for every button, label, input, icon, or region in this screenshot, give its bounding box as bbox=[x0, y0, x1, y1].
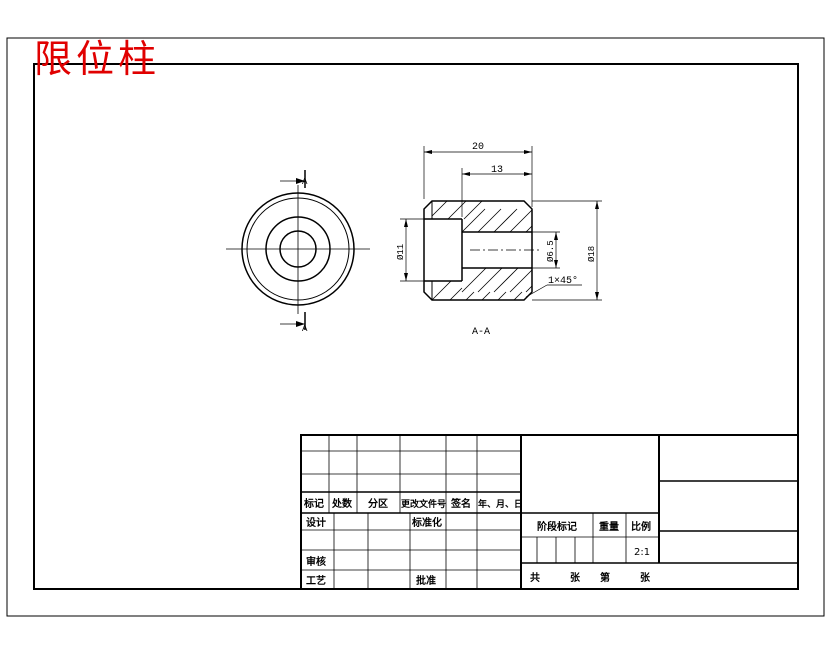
section-label: A-A bbox=[472, 327, 490, 338]
part-title: 限位柱 bbox=[34, 37, 160, 81]
dim-chamfer: 1×45° bbox=[548, 275, 578, 287]
hatch-lower bbox=[431, 267, 533, 301]
tb-scale-value: 2:1 bbox=[634, 547, 650, 558]
tb-process: 工艺 bbox=[306, 574, 326, 587]
section-mark-top: A bbox=[302, 177, 308, 187]
hatch-upper bbox=[431, 200, 533, 233]
tb-header-change-doc: 更改文件号 bbox=[401, 498, 446, 510]
tb-header-mark: 标记 bbox=[303, 497, 324, 510]
tb-scale-label: 比例 bbox=[631, 520, 651, 533]
drawing-frame bbox=[33, 63, 799, 590]
tb-header-zone: 分区 bbox=[368, 497, 388, 510]
tb-header-count: 处数 bbox=[331, 497, 353, 510]
outer-border bbox=[6, 37, 825, 617]
tb-sheets2: 张 bbox=[640, 571, 651, 584]
tb-total: 共 bbox=[530, 571, 540, 584]
tb-approve: 批准 bbox=[416, 574, 436, 587]
tb-design: 设计 bbox=[306, 516, 326, 529]
section-outline bbox=[423, 200, 533, 301]
dim-outer-diameter: Ø18 bbox=[587, 246, 597, 262]
front-view bbox=[226, 170, 370, 330]
tb-weight: 重量 bbox=[599, 520, 619, 533]
dim-bore-depth: 13 bbox=[491, 165, 503, 176]
tb-header-sign: 签名 bbox=[450, 497, 471, 510]
section-mark-bottom: A bbox=[302, 324, 308, 334]
dim-bore-diameter: Ø11 bbox=[396, 244, 406, 260]
tb-review: 审核 bbox=[306, 555, 326, 568]
tb-header-date: 年、月、日 bbox=[478, 498, 523, 510]
dim-inner-diameter: Ø6.5 bbox=[546, 240, 556, 262]
tb-standardize: 标准化 bbox=[411, 516, 442, 529]
tb-sheets: 张 bbox=[570, 571, 581, 584]
tb-sheet-no: 第 bbox=[600, 571, 610, 584]
tb-stage-mark: 阶段标记 bbox=[537, 520, 577, 533]
title-block bbox=[300, 434, 799, 590]
section-view bbox=[400, 146, 602, 301]
dim-overall-length: 20 bbox=[472, 142, 484, 153]
